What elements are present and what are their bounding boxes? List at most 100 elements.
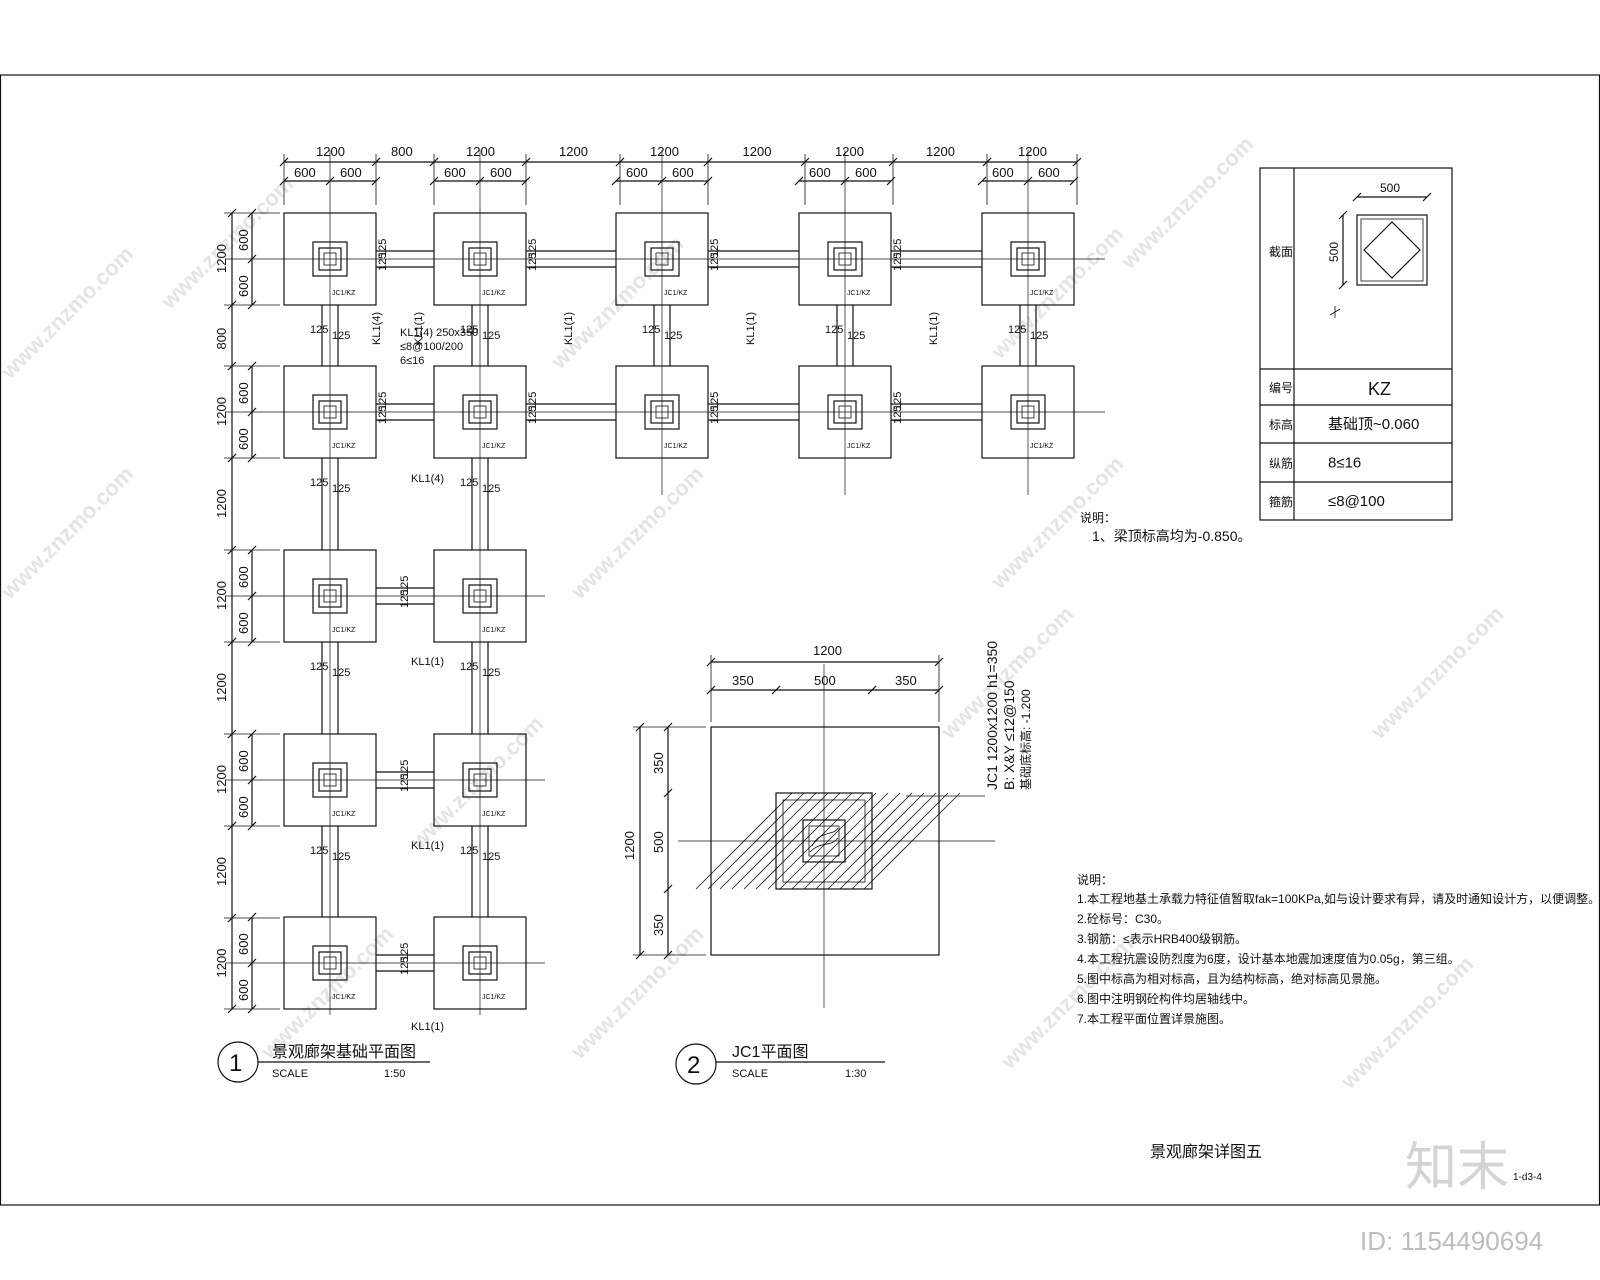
dim-half: 600 — [809, 165, 831, 180]
dim-125: 125 — [527, 239, 539, 257]
dim-125: 125 — [460, 324, 478, 336]
pad-tag: JC1/KZ — [664, 290, 688, 297]
dim-overall: 800 — [391, 144, 413, 159]
dim-overall: 1200 — [214, 857, 229, 886]
pad-tag: JC1/KZ — [332, 290, 356, 297]
dim-125: 125 — [482, 330, 500, 342]
pad-tag: JC1/KZ — [482, 290, 506, 297]
dim-part: 350 — [895, 673, 917, 688]
dim-overall: 1200 — [214, 244, 229, 273]
sheet-code: 1-d3-4 — [1513, 1172, 1542, 1183]
dim-part: 500 — [651, 831, 666, 853]
dim-overall: 800 — [214, 328, 229, 350]
dim-125: 125 — [527, 253, 539, 271]
scale-value: 1:50 — [384, 1068, 405, 1080]
dim-tick — [279, 176, 289, 186]
dim-tick — [247, 254, 257, 264]
dim-tick — [1069, 176, 1079, 186]
pad-tag: JC1/KZ — [482, 811, 506, 818]
pad-tag: JC1/KZ — [482, 443, 506, 450]
table-row-value: ≤8@100 — [1328, 493, 1385, 510]
beam-label-kl14: KL1(4) — [371, 312, 383, 345]
dim-tick — [611, 176, 621, 186]
dim-tick — [1338, 210, 1348, 220]
dim-tick — [771, 685, 781, 695]
pedestal — [644, 394, 680, 430]
watermark: www.znzmo.com — [405, 711, 548, 854]
footing-pad — [981, 212, 1075, 306]
dim-half: 600 — [236, 979, 251, 1001]
pedestal — [462, 241, 498, 277]
note-top-title: 说明： — [1080, 510, 1116, 525]
beam-label-kl11: KL1(1) — [745, 312, 757, 345]
footing-label-line: JC1 1200x1200 h1=350 — [984, 641, 1000, 790]
dim-overall: 1200 — [214, 949, 229, 978]
footing-pad — [283, 733, 377, 827]
note-line-1: 1.本工程地基土承载力特征值暂取fak=100KPa,如与设计要求有异，请及时通… — [1077, 891, 1600, 906]
dim-tick — [663, 722, 673, 732]
beam-label-kl11: KL1(1) — [411, 1021, 444, 1033]
column-core — [323, 252, 337, 266]
dim-half: 600 — [672, 165, 694, 180]
title-number: 1 — [229, 1050, 242, 1077]
column-kz — [318, 768, 342, 792]
dim-125: 125 — [642, 324, 660, 336]
table-row-value: 8≤16 — [1328, 455, 1361, 472]
pad-tag: JC1/KZ — [332, 811, 356, 818]
footing-pad — [433, 916, 527, 1010]
dim-overall: 1200 — [214, 581, 229, 610]
watermark: www.znzmo.com — [255, 921, 398, 1064]
dim-125: 125 — [399, 590, 411, 608]
dim-125: 125 — [527, 406, 539, 424]
dim-tick — [703, 176, 713, 186]
dim-tick — [1338, 280, 1348, 290]
footing-pad — [433, 549, 527, 643]
dim-tick — [475, 176, 485, 186]
dim-tick — [977, 176, 987, 186]
pad-tag: JC1/KZ — [1030, 290, 1054, 297]
pad-tag: JC1/KZ — [332, 994, 356, 1001]
beam-label-kl11: KL1(1) — [563, 312, 575, 345]
dim-tick — [794, 176, 804, 186]
column-kz — [833, 247, 857, 271]
pedestal — [312, 394, 348, 430]
footing-label-line: B: X&Y ≤12@150 — [1001, 680, 1017, 790]
pedestal — [462, 578, 498, 614]
column-core — [323, 589, 337, 603]
beam-label-kl11: KL1(1) — [411, 656, 444, 668]
dim-125: 125 — [399, 760, 411, 778]
section-dim-h: 500 — [1327, 242, 1341, 262]
footing-pad — [981, 365, 1075, 459]
section-dim-w: 500 — [1380, 181, 1400, 195]
column-kz — [1016, 400, 1040, 424]
column-kz — [318, 951, 342, 975]
column-kz — [833, 400, 857, 424]
title-number: 2 — [687, 1052, 700, 1079]
dim-125: 125 — [332, 667, 350, 679]
dim-tick — [247, 361, 257, 371]
note-line-4: 4.本工程抗震设防烈度为6度，设计基本地震加速度值为0.05g，第三组。 — [1077, 951, 1460, 966]
dim-overall: 1200 — [650, 144, 679, 159]
pedestal — [827, 241, 863, 277]
dim-125: 125 — [709, 239, 721, 257]
dim-overall: 1200 — [214, 489, 229, 518]
pad-tag: JC1/KZ — [482, 627, 506, 634]
dim-125: 125 — [709, 253, 721, 271]
dim-125: 125 — [709, 392, 721, 410]
table-row-value: KZ — [1368, 379, 1391, 399]
column-section — [1356, 214, 1428, 286]
dim-part: 350 — [732, 673, 754, 688]
dim-overall: 1200 — [622, 831, 637, 860]
dim-half: 600 — [490, 165, 512, 180]
dim-half: 600 — [855, 165, 877, 180]
column-core — [838, 405, 852, 419]
dim-tick — [663, 950, 673, 960]
dim-125: 125 — [892, 253, 904, 271]
pad-tag: JC1/KZ — [332, 443, 356, 450]
table-row-label: 纵筋 — [1269, 456, 1293, 471]
column-kz — [468, 951, 492, 975]
dim-half: 600 — [444, 165, 466, 180]
dim-125: 125 — [1030, 330, 1048, 342]
footing-pad — [433, 733, 527, 827]
dim-tick — [371, 176, 381, 186]
